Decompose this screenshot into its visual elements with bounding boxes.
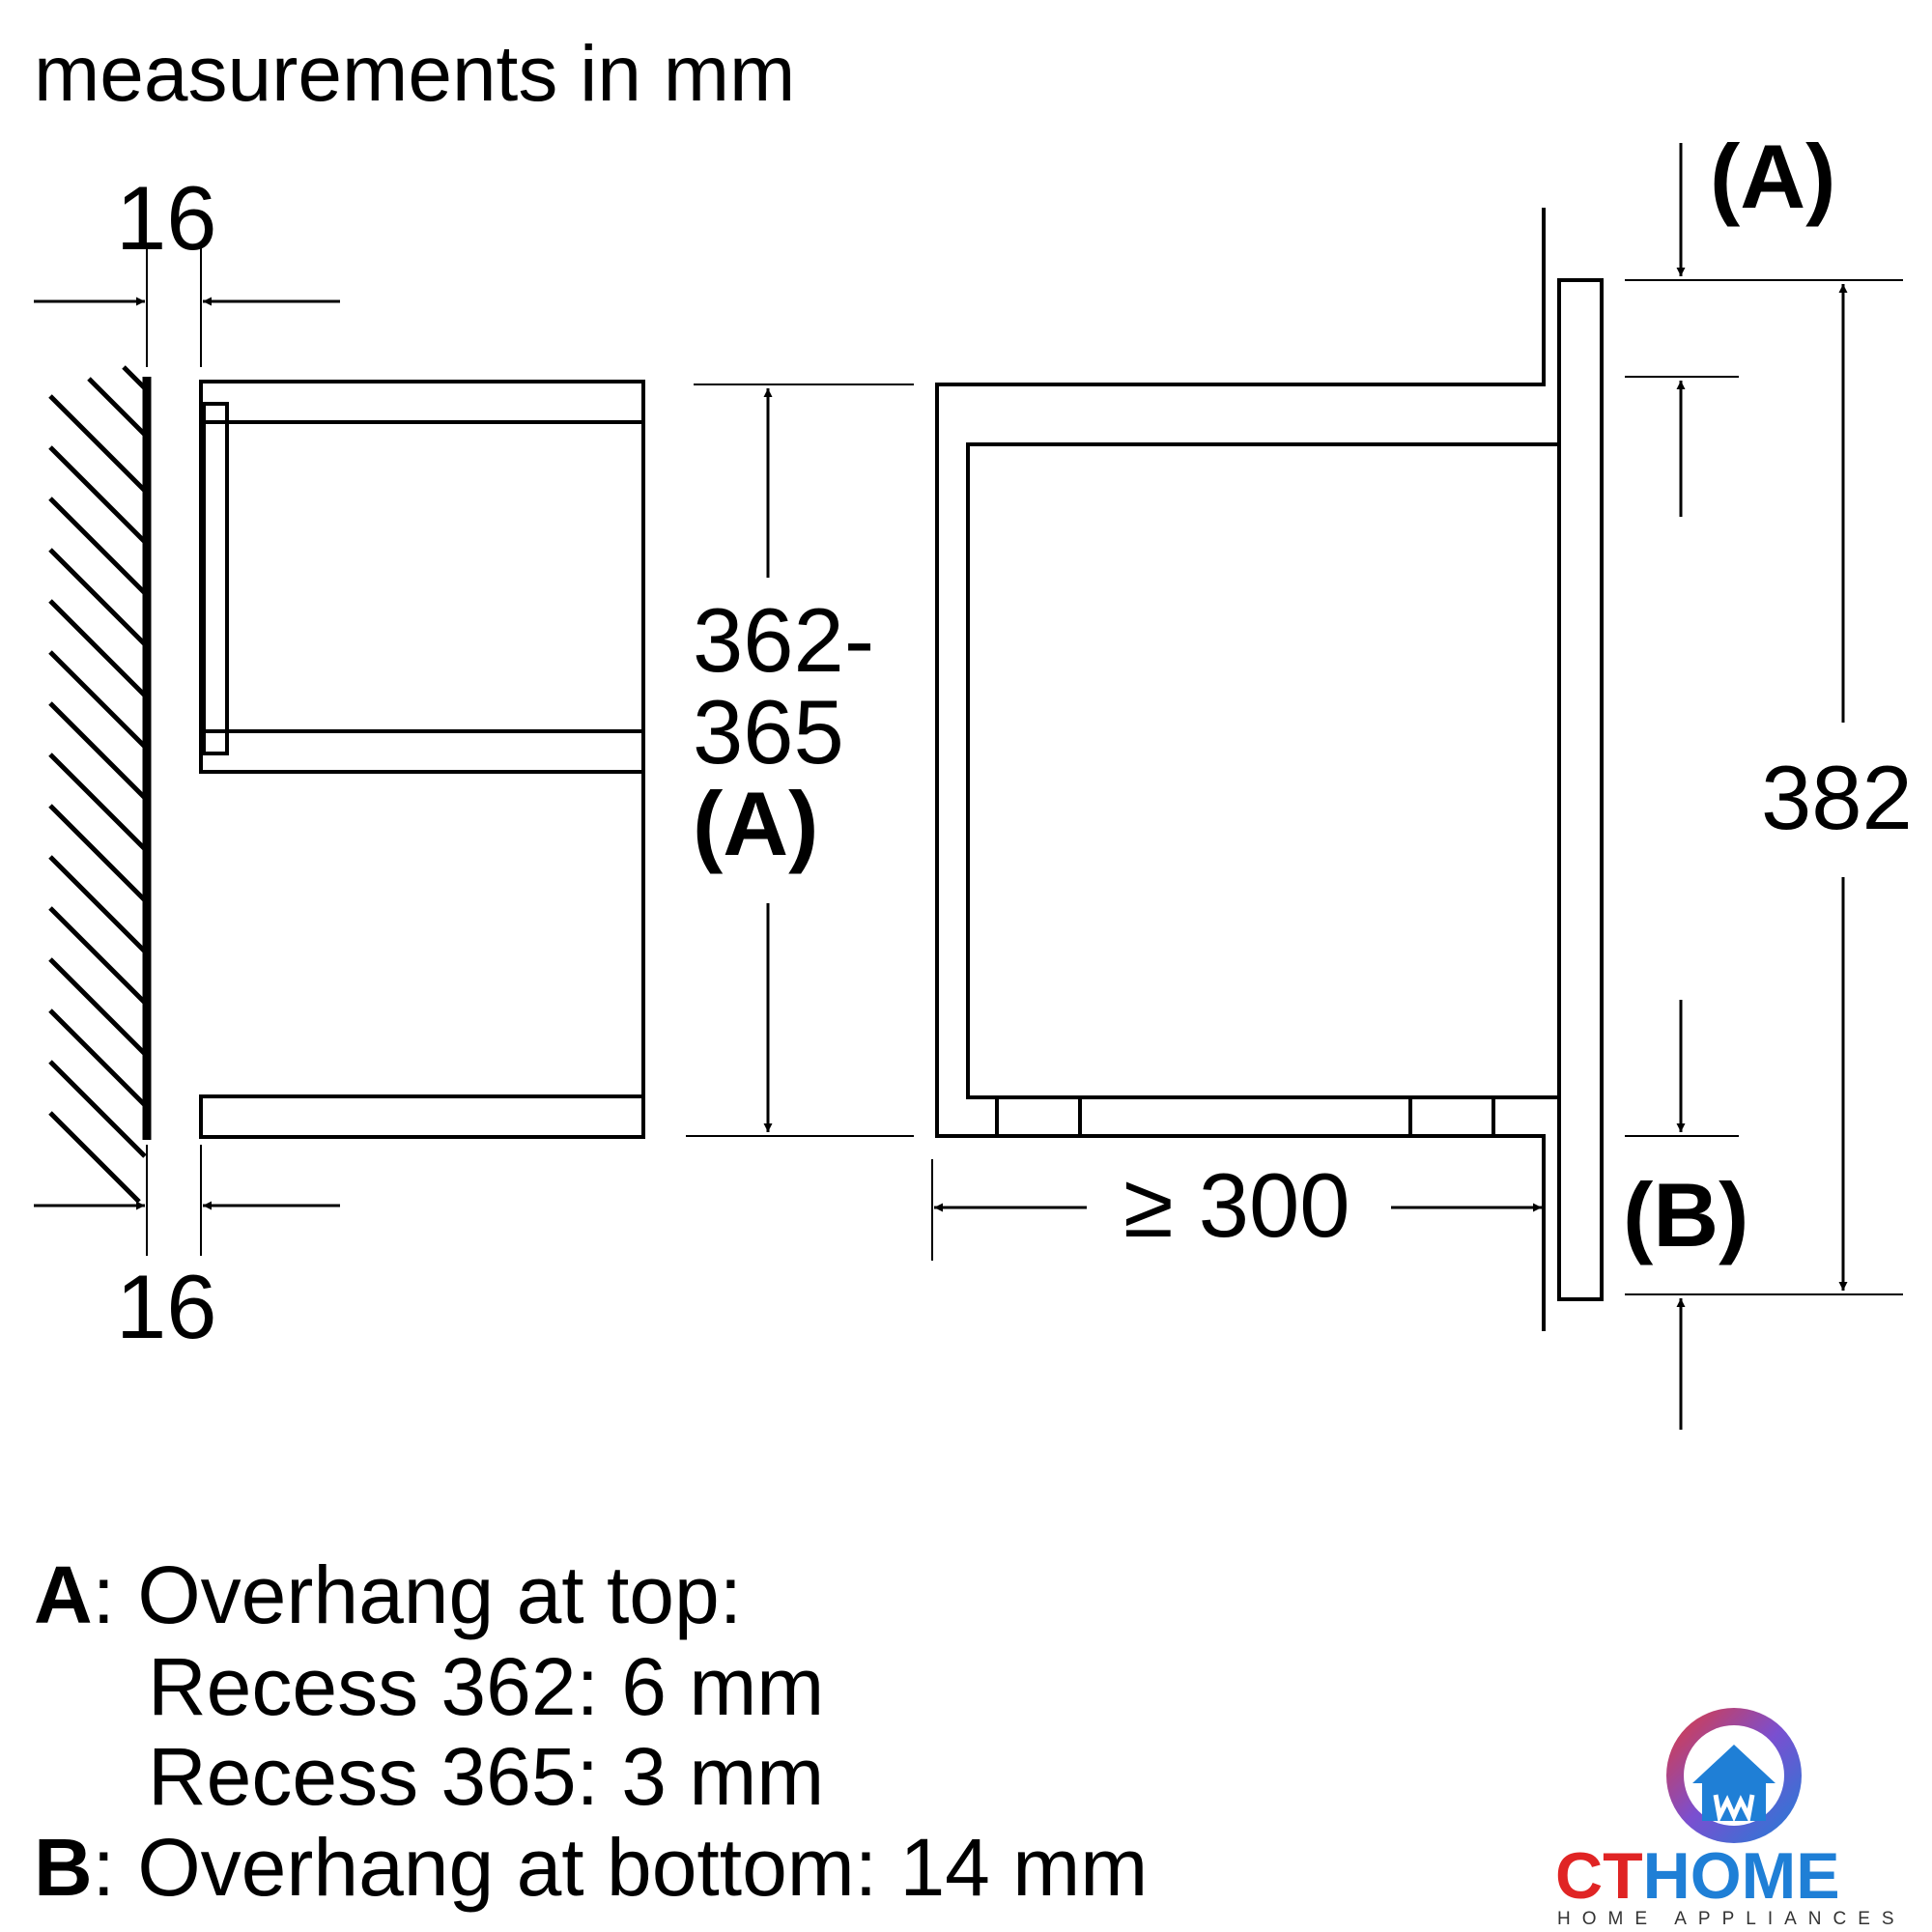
legend-a-recess-365: Recess 365: 3 mm (148, 1731, 824, 1822)
legend: A: Overhang at top: Recess 362: 6 mm Rec… (34, 1549, 1148, 1913)
top-shelf (199, 380, 645, 424)
recess-height-line2: 365 (693, 681, 844, 782)
left-bottom-dimension: 16 (116, 1256, 217, 1357)
marker-a: (A) (1710, 126, 1836, 227)
appliance-foot-right (1408, 1095, 1495, 1138)
depth-dimension: ≥ 300 (1123, 1154, 1350, 1256)
marker-b: (B) (1623, 1164, 1749, 1265)
front-panel (1557, 278, 1604, 1301)
logo-tagline: HOME APPLIANCES (1557, 1909, 1906, 1929)
legend-b-text: : Overhang at bottom: 14 mm (93, 1822, 1149, 1913)
front-frame (202, 402, 229, 755)
left-top-dimension: 16 (116, 167, 217, 269)
side-view (931, 143, 1903, 1430)
logo-brand: CTHOME (1555, 1839, 1840, 1913)
legend-a-text: : Overhang at top: (93, 1549, 742, 1640)
legend-a: A: Overhang at top: (34, 1549, 742, 1640)
house-logo-icon (1666, 1708, 1802, 1843)
appliance-body (966, 442, 1561, 1099)
appliance-foot-left (995, 1095, 1082, 1138)
page-title: measurements in mm (34, 30, 795, 118)
recess-height-marker: (A) (693, 773, 819, 874)
recess-height-line1: 362- (693, 589, 874, 691)
legend-a-key: A (34, 1549, 93, 1640)
overall-height-dimension: 382 (1761, 747, 1913, 848)
wall-hatch (48, 365, 147, 1204)
legend-b: B: Overhang at bottom: 14 mm (34, 1822, 1148, 1913)
bottom-shelf (199, 1094, 645, 1139)
legend-b-key: B (34, 1822, 93, 1913)
middle-shelf (199, 729, 645, 774)
legend-a-recess-362: Recess 362: 6 mm (148, 1641, 824, 1732)
recess-height-dimension (686, 384, 914, 1137)
cthome-logo: CTHOME HOME APPLIANCES (1555, 1708, 1906, 1929)
left-view (34, 246, 645, 1256)
